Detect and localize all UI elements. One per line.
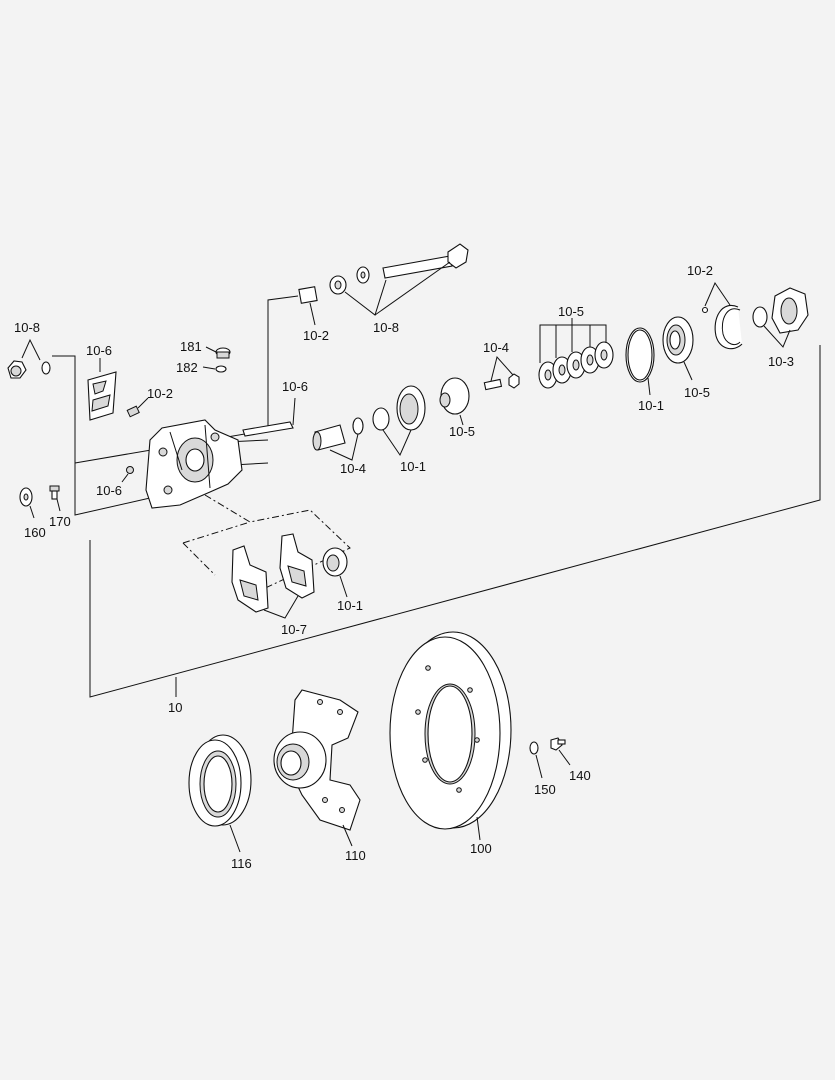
callout-10-1-lower: 10-1 [337, 598, 363, 613]
part-170-screw [49, 485, 61, 512]
callout-10-5-piston: 10-5 [449, 424, 475, 439]
callout-170: 170 [49, 514, 71, 529]
part-10-4-pin [483, 355, 520, 391]
part-10-5-piston [439, 377, 470, 426]
part-10-6-nut [121, 466, 134, 483]
part-181-plug [202, 346, 231, 373]
callout-140: 140 [569, 768, 591, 783]
callout-10: 10 [168, 700, 182, 715]
callout-182: 182 [176, 360, 198, 375]
part-10-3-nut [752, 287, 809, 348]
part-140-bolt [550, 737, 571, 766]
part-116-seal [188, 734, 252, 853]
callout-10-6-pin: 10-6 [282, 379, 308, 394]
callout-10-2-bleeder: 10-2 [147, 386, 173, 401]
part-10-6-clip [87, 358, 117, 421]
part-10-6-pin [242, 397, 296, 437]
callout-10-8-bolt: 10-8 [373, 320, 399, 335]
callout-10-6-clip: 10-6 [86, 343, 112, 358]
part-10-2-snap-ring [701, 281, 743, 350]
part-10-2-sleeve [298, 286, 318, 326]
callout-10-4-piston: 10-4 [340, 461, 366, 476]
callout-10-2-snap-ring: 10-2 [687, 263, 713, 278]
callout-110: 110 [345, 848, 366, 863]
callout-10-8-left: 10-8 [14, 320, 40, 335]
part-10-2-bleeder [126, 397, 149, 418]
part-10-8-bolt-set [329, 243, 469, 316]
part-10-5-shim-stack [538, 318, 614, 389]
part-10-1-seal-lower [322, 547, 348, 598]
callout-10-5-bearing: 10-5 [684, 385, 710, 400]
callout-labels: 10-8 10-6 181 182 10-2 10-6 160 170 10-2… [14, 263, 794, 871]
callout-10-4-pin: 10-4 [483, 340, 509, 355]
callout-10-1-seals: 10-1 [400, 459, 426, 474]
part-10-5-bearing [662, 316, 694, 381]
part-110-hub [273, 689, 361, 847]
callout-160: 160 [24, 525, 46, 540]
part-150-washer [529, 741, 543, 779]
callout-181: 181 [180, 339, 202, 354]
part-100-disc [389, 631, 512, 841]
part-10-8-left [7, 338, 51, 379]
part-10-1-seals-middle [372, 385, 426, 457]
part-10-1-ring-right [625, 327, 655, 396]
callout-10-5-shims: 10-5 [558, 304, 584, 319]
callout-10-1-ring: 10-1 [638, 398, 664, 413]
callout-150: 150 [534, 782, 556, 797]
part-10-4-piston [312, 417, 364, 461]
callout-100: 100 [470, 841, 492, 856]
caliper-body [145, 419, 243, 509]
pad-outline [182, 494, 351, 601]
part-160-washer [19, 487, 35, 519]
callout-10-3: 10-3 [768, 354, 794, 369]
callout-10-7: 10-7 [281, 622, 307, 637]
callout-116: 116 [231, 856, 252, 871]
callout-10-2-sleeve: 10-2 [303, 328, 329, 343]
part-10-7-pads [231, 533, 315, 619]
callout-10-6-nut: 10-6 [96, 483, 122, 498]
